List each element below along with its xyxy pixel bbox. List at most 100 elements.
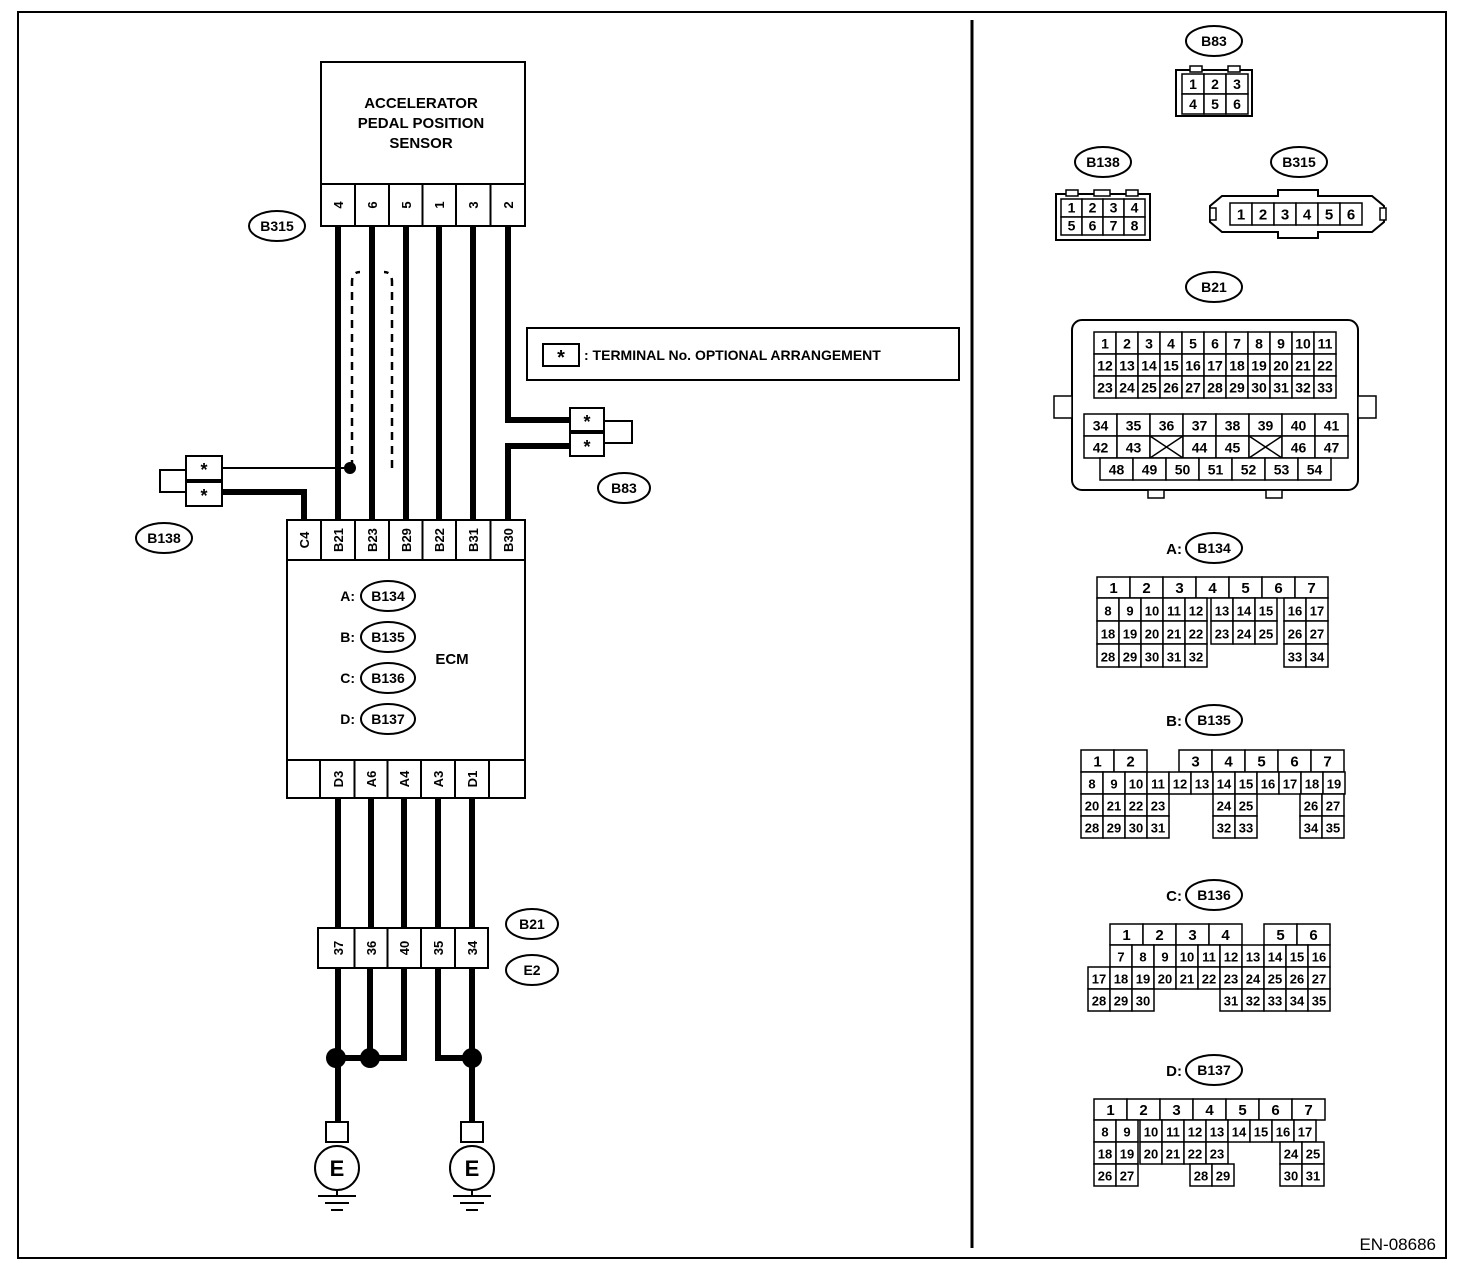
terminal-number: 53 [1274, 462, 1290, 478]
terminal-number: 37 [1192, 418, 1208, 434]
terminal-number: 25 [1268, 972, 1282, 987]
connector-b83-label: B83 [611, 480, 637, 496]
sensor-title-line-1: ACCELERATOR [364, 95, 478, 112]
terminal-number: 29 [1229, 380, 1245, 396]
b138-joint-pin-2: * [200, 486, 207, 506]
connector-cell [1234, 815, 1258, 839]
terminal-number: 12 [1173, 777, 1187, 792]
terminal-number: 30 [1145, 649, 1159, 664]
terminal-number: 7 [1304, 1102, 1312, 1119]
terminal-number: 28 [1092, 994, 1106, 1009]
terminal-number: 35 [1126, 418, 1142, 434]
terminal-number: 29 [1114, 994, 1128, 1009]
terminal-number: 28 [1207, 380, 1223, 396]
terminal-number: 13 [1246, 950, 1260, 965]
terminal-number: 1 [1189, 76, 1197, 92]
legend-text: : TERMINAL No. OPTIONAL ARRANGEMENT [584, 347, 881, 363]
pin-label: D3 [331, 771, 346, 788]
connector-cell [1123, 216, 1146, 236]
pin-label: 36 [364, 941, 379, 955]
terminal-number: 27 [1310, 626, 1324, 641]
terminal-number: 1 [1101, 336, 1109, 352]
terminal-number: 11 [1151, 777, 1165, 792]
connector-title: B134 [1197, 540, 1231, 556]
ecm-connector-id: B136 [371, 670, 405, 686]
b83-joint-pin-2: * [583, 437, 590, 457]
terminal-number: 14 [1217, 777, 1232, 792]
terminal-number: 21 [1107, 799, 1121, 814]
pin-label: 34 [465, 940, 480, 955]
terminal-number: 26 [1098, 1169, 1112, 1184]
terminal-number: 48 [1109, 462, 1125, 478]
terminal-number: 26 [1290, 972, 1304, 987]
shield-wire [222, 270, 394, 482]
connector-title: B315 [1282, 154, 1316, 170]
connector-cell [1211, 1163, 1235, 1187]
terminal-number: 47 [1324, 440, 1340, 456]
terminal-number: 20 [1144, 1147, 1158, 1162]
terminal-number: 10 [1144, 1125, 1158, 1140]
connector-cell [1184, 643, 1208, 668]
connector-title-callout [1185, 879, 1243, 911]
terminal-number: 21 [1167, 626, 1181, 641]
terminal-number: 31 [1167, 649, 1181, 664]
terminal-number: 4 [1167, 336, 1175, 352]
terminal-number: 8 [1104, 603, 1111, 618]
ground-label: E [330, 1156, 345, 1181]
terminal-number: 15 [1163, 358, 1179, 374]
terminal-number: 3 [1233, 76, 1241, 92]
terminal-number: 17 [1298, 1125, 1312, 1140]
joint-connector-b83: * * [569, 407, 633, 457]
terminal-number: 8 [1131, 218, 1139, 234]
terminal-number: 18 [1098, 1147, 1112, 1162]
terminal-number: 10 [1180, 950, 1194, 965]
terminal-number: 10 [1129, 777, 1143, 792]
connector-title-callout [1074, 146, 1132, 178]
connector-callout-b138: B138 [135, 522, 193, 554]
terminal-number: 15 [1239, 777, 1253, 792]
terminal-number: 6 [1271, 1102, 1279, 1119]
terminal-number: 14 [1237, 603, 1252, 618]
terminal-number: 9 [1126, 603, 1133, 618]
terminal-number: 51 [1208, 462, 1224, 478]
terminal-number: 26 [1304, 799, 1318, 814]
connector-title-callout [1185, 1054, 1243, 1086]
splice-dot [462, 1048, 482, 1068]
terminal-number: 29 [1123, 649, 1137, 664]
terminal-number: 7 [1117, 950, 1124, 965]
connector-title-callout [1185, 271, 1243, 303]
terminal-number: 40 [1291, 418, 1307, 434]
connector-cell [1301, 1163, 1325, 1187]
terminal-number: 31 [1306, 1169, 1320, 1184]
terminal-number: 44 [1192, 440, 1208, 456]
terminal-number: 6 [1309, 927, 1317, 944]
connector-cell [1225, 93, 1249, 115]
terminal-number: 5 [1189, 336, 1197, 352]
pin-label: 4 [331, 201, 346, 209]
pin-label: B22 [432, 528, 447, 552]
terminal-number: 46 [1291, 440, 1307, 456]
terminal-number: 3 [1145, 336, 1153, 352]
terminal-number: 43 [1126, 440, 1142, 456]
connector-title: B137 [1197, 1062, 1231, 1078]
terminal-number: 9 [1123, 1125, 1130, 1140]
connector-title-callout [1185, 532, 1243, 564]
ground-branch-wires [326, 968, 482, 1122]
terminal-number: 9 [1161, 950, 1168, 965]
terminal-number: 2 [1155, 927, 1163, 944]
terminal-number: 27 [1120, 1169, 1134, 1184]
terminal-number: 33 [1268, 994, 1282, 1009]
ecm-connector-id: B137 [371, 711, 405, 727]
terminal-number: 28 [1085, 821, 1099, 836]
terminal-number: 23 [1097, 380, 1113, 396]
terminal-number: 17 [1283, 777, 1297, 792]
shield-ground-dot [344, 462, 356, 474]
terminal-number: 27 [1185, 380, 1201, 396]
terminal-number: 8 [1101, 1125, 1108, 1140]
terminal-number: 33 [1288, 649, 1302, 664]
terminal-number: 11 [1167, 603, 1181, 618]
